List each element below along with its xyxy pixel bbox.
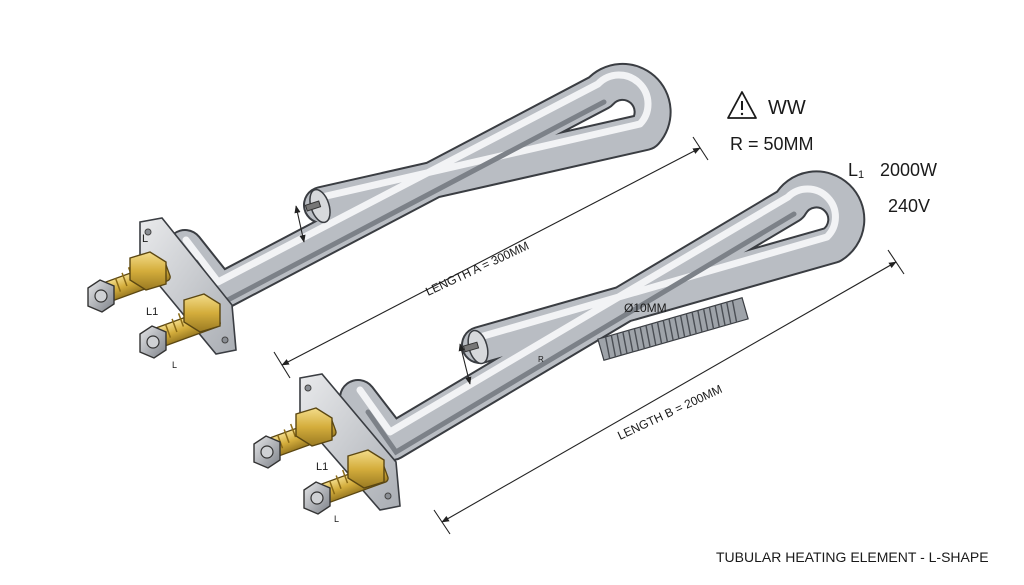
length-a-dimension-line	[281, 147, 701, 366]
top-terminal-small-mark: L	[172, 360, 177, 370]
length-b-extension	[887, 249, 905, 275]
bottom-terminal-small-mark: L	[334, 514, 339, 524]
top-flange-mark: L	[142, 233, 148, 245]
length-a-label: LENGTH A = 300MM	[423, 239, 531, 299]
warning-icon	[727, 91, 757, 119]
bottom-tube-body	[341, 172, 864, 459]
bottom-flange-hole	[304, 384, 312, 392]
top-flange-hole	[144, 228, 152, 236]
radius-spec: R = 50MM	[730, 134, 814, 154]
dimension-lines	[273, 136, 905, 535]
top-tube-highlight	[182, 71, 652, 286]
bottom-terminal-label: L1	[316, 461, 328, 473]
voltage-spec: 240V	[888, 196, 930, 216]
bottom-terminal-upper	[253, 407, 337, 469]
top-diameter-tick	[294, 205, 306, 243]
warning-label: WW	[768, 97, 806, 119]
length-b-extension	[433, 509, 451, 535]
length-a-extension	[273, 351, 291, 379]
length-a-extension	[692, 136, 709, 161]
diagram-caption: TUBULAR HEATING ELEMENT - L-SHAPE	[716, 549, 989, 565]
small-radius-mark: R	[538, 355, 544, 364]
bottom-diameter-tick	[458, 343, 472, 385]
power-spec: 2000W	[880, 160, 937, 180]
top-terminal-upper	[87, 251, 171, 313]
bottom-flange-hole	[384, 492, 392, 500]
top-heating-element: L L1 L	[87, 62, 672, 370]
top-terminal-label: L1	[146, 306, 158, 318]
top-flange-hole	[221, 336, 229, 344]
diameter-label: Ø10MM	[624, 301, 667, 315]
length-b-dimension-line	[441, 261, 897, 523]
bottom-tube-highlight	[356, 185, 839, 436]
bottom-terminal-lower	[303, 449, 389, 515]
top-terminal-lower	[139, 293, 221, 359]
phase-spec: L1	[848, 160, 864, 181]
